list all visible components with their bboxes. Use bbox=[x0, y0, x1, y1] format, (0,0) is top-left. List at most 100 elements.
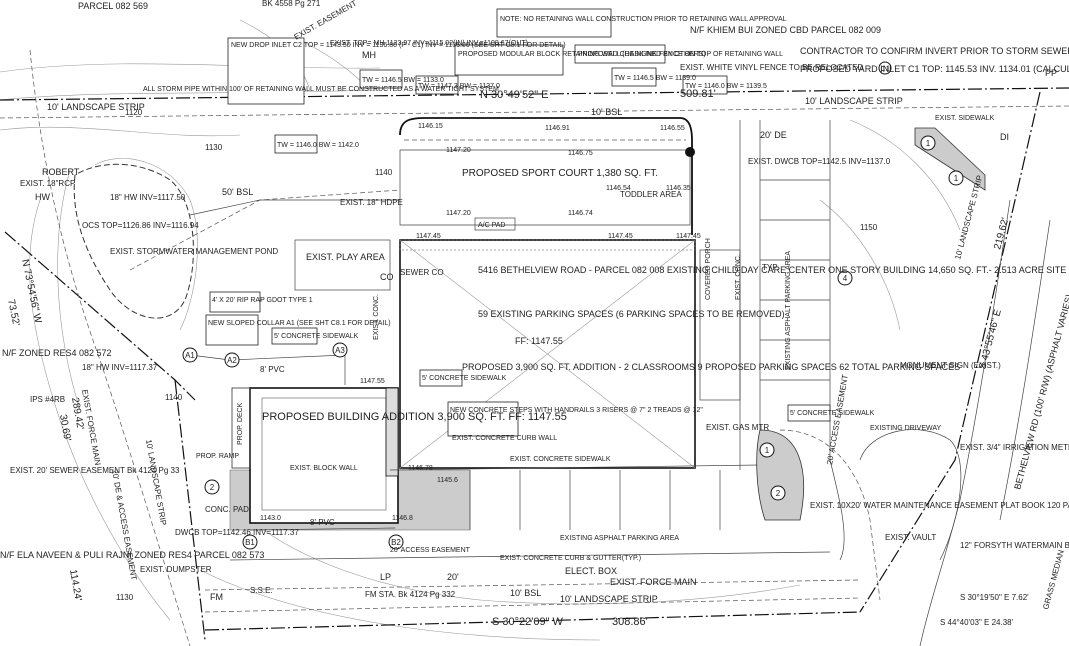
exist-dumpster: EXIST. DUMPSTER bbox=[140, 565, 212, 574]
irrigation: EXIST. 3/4" IRRIGATION METER bbox=[960, 443, 1069, 452]
play-area-label: EXIST. PLAY AREA bbox=[306, 252, 385, 262]
exist-top-mh: EXIST. TOP= MH 1123.97 INV=1115.02(IN) I… bbox=[330, 40, 528, 47]
prop-ramp: PROP. RAMP bbox=[196, 453, 239, 460]
new-drop-inlet: NEW DROP INLET C2 TOP = 1143.50 INV = 11… bbox=[231, 42, 566, 49]
pond: EXIST. STORMWATER MANAGEMENT POND bbox=[110, 247, 278, 256]
callout-tw3 bbox=[611, 67, 657, 87]
storm-pipe-south bbox=[249, 527, 396, 531]
parcel-top: PARCEL 082 569 bbox=[78, 1, 148, 11]
concrete-sw3: 5' CONCRETE SIDEWALK bbox=[790, 410, 875, 417]
structure-b1: B1 bbox=[245, 538, 255, 547]
note-wall: NOTE: NO RETAINING WALL CONSTRUCTION PRI… bbox=[500, 16, 787, 23]
landscape-strip-south bbox=[204, 597, 861, 613]
bearing-w: N 73°54'56" W bbox=[19, 258, 43, 324]
stormwater-pond bbox=[73, 163, 194, 319]
svg-text:1150: 1150 bbox=[860, 223, 878, 232]
svg-text:1143.0: 1143.0 bbox=[260, 515, 281, 522]
sewer-co: SEWER CO bbox=[400, 268, 444, 277]
exist-gas: EXIST. GAS MTR bbox=[706, 423, 769, 432]
co: CO bbox=[380, 272, 394, 282]
water-easement: EXIST. 10X20' WATER MAINTENANCE EASEMENT… bbox=[810, 501, 1069, 510]
dwcb-w: DWCB TOP=1142.46 INV=1117.37 bbox=[175, 528, 299, 537]
nf-res4: N/F ZONED RES4 082 572 bbox=[2, 348, 112, 358]
landscape-n: 10' LANDSCAPE STRIP bbox=[47, 102, 145, 112]
sse: S.S.E. bbox=[250, 586, 273, 595]
parking-area bbox=[229, 120, 845, 561]
fm: FM bbox=[210, 592, 223, 602]
contour-labels: 1120 1130 1140 1150 1130 1140 bbox=[116, 108, 878, 602]
concrete-sw2: 5' CONCRETE SIDEWALK bbox=[422, 375, 507, 382]
callout-chainlink bbox=[574, 44, 666, 64]
pp: PP bbox=[1045, 68, 1057, 78]
exist-dwcb: EXIST. DWCB TOP=1142.5 INV=1137.0 bbox=[748, 157, 891, 166]
callout-sw3 bbox=[787, 404, 831, 422]
property-lines bbox=[0, 87, 1069, 641]
dist-w3: 30.69' bbox=[57, 414, 73, 443]
typ-8b: 8' PVC bbox=[310, 518, 335, 527]
exist-conc: EXIST. CONC. bbox=[373, 294, 380, 340]
exist-driveway: EXISTING DRIVEWAY bbox=[870, 425, 942, 432]
exist-vault: EXIST. VAULT bbox=[885, 533, 936, 542]
callout-tw4 bbox=[682, 75, 728, 95]
dist-e: 219.62' bbox=[992, 216, 1011, 250]
exist-asphalt: EXISTING ASPHALT PARKING AREA bbox=[785, 251, 792, 370]
forsyth-swalk: EXIST. SIDEWALK bbox=[935, 115, 995, 122]
nf-khiem: N/F KHIEM BUI ZONED CBD PARCEL 082 009 bbox=[690, 25, 881, 35]
bearing-n: N 30°49'52" E bbox=[480, 89, 549, 101]
callout-drop-inlet bbox=[227, 37, 305, 105]
ac-pad bbox=[474, 217, 516, 231]
svg-text:2: 2 bbox=[210, 483, 215, 492]
ff-main: FF: 1147.55 bbox=[515, 336, 563, 346]
structure-a2: A2 bbox=[227, 356, 237, 365]
svg-text:1130: 1130 bbox=[116, 593, 134, 602]
svg-text:1146.8: 1146.8 bbox=[392, 515, 413, 522]
sewer-easement: EXIST. 20' SEWER EASEMENT Bk 4124 Pg 33 bbox=[10, 466, 180, 475]
svg-text:1146.35: 1146.35 bbox=[666, 185, 691, 192]
storm-pipe-note: ALL STORM PIPE WITHIN 100' OF RETAINING … bbox=[143, 86, 499, 93]
s-bearing2: S 44°40'03" E 24.38' bbox=[940, 618, 1014, 627]
di: DI bbox=[1000, 132, 1009, 142]
callout-riprap bbox=[209, 291, 261, 313]
structure-c1: C1 bbox=[881, 66, 890, 73]
exist-asphalt2: EXISTING ASPHALT PARKING AREA bbox=[560, 535, 679, 542]
tw4: TW = 1146.0 BW = 1139.5 bbox=[685, 83, 767, 90]
svg-text:1: 1 bbox=[765, 446, 770, 455]
play-area bbox=[294, 239, 391, 291]
typ-8: 8' PVC bbox=[260, 365, 285, 374]
callout-tw2 bbox=[415, 75, 459, 95]
svg-text:1146.15: 1146.15 bbox=[418, 123, 443, 130]
vinyl-fence: EXIST. WHITE VINYL FENCE TO BE RELOCATED bbox=[680, 63, 864, 72]
svg-text:1145.6: 1145.6 bbox=[437, 477, 458, 484]
toddler: TODDLER AREA bbox=[620, 190, 682, 199]
lp: LP bbox=[380, 572, 391, 582]
callout-collar bbox=[205, 314, 259, 346]
fm-sta: FM STA. Bk 4124 Pg 332 bbox=[365, 590, 456, 599]
svg-text:1: 1 bbox=[926, 139, 931, 148]
ocs: OCS TOP=1126.86 INV=1116.94 bbox=[82, 221, 199, 230]
landscape-e: 10' LANDSCAPE STRIP bbox=[953, 174, 984, 260]
tw1: TW = 1146.5 BW = 1133.0 bbox=[362, 77, 444, 84]
landscape-s: 10' LANDSCAPE STRIP bbox=[560, 594, 658, 604]
storm-pipe bbox=[189, 354, 346, 385]
svg-text:1146.55: 1146.55 bbox=[660, 125, 685, 132]
callout-modular-wall bbox=[454, 44, 564, 76]
exist-rcp: EXIST. 18"RCP bbox=[20, 179, 75, 188]
s-bearing1: S 30°19'50" E 7.62' bbox=[960, 593, 1029, 602]
callout-tw5 bbox=[274, 134, 318, 154]
tw2: TW = 1147.3 BW = 1137.0 bbox=[418, 83, 500, 90]
nf-naveen: N/F ELA NAVEEN & PULI RAJNI ZONED RES4 P… bbox=[0, 550, 264, 560]
callout-sw1 bbox=[271, 327, 318, 345]
parking-exist: 59 EXISTING PARKING SPACES (6 PARKING SP… bbox=[478, 309, 785, 319]
structure-b2: B2 bbox=[391, 538, 401, 547]
bsl-s: 10' BSL bbox=[510, 588, 541, 598]
sport-court-outline bbox=[399, 149, 691, 226]
bsl-10: 10' BSL bbox=[591, 107, 622, 117]
hw18: 18" HW INV=1117.50 bbox=[110, 193, 186, 202]
svg-text:1146.78: 1146.78 bbox=[408, 465, 433, 472]
svg-text:1147.20: 1147.20 bbox=[446, 147, 471, 154]
callout-tw1 bbox=[359, 69, 403, 89]
contour-lines bbox=[0, 19, 961, 641]
landscape-w: 10' LANDSCAPE STRIP bbox=[144, 439, 168, 526]
modular-wall: PROPOSED MODULAR BLOCK RETAINING WALL (D… bbox=[458, 51, 706, 58]
